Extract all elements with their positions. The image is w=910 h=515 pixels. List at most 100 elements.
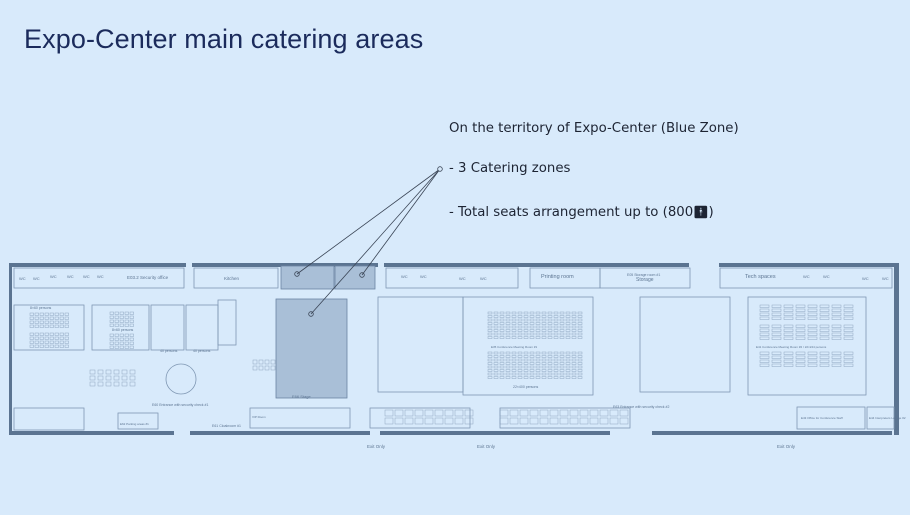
- seat-mark: [49, 320, 54, 324]
- seat-mark: [29, 344, 34, 348]
- seat-mark: [843, 332, 854, 336]
- seat-mark: [124, 323, 129, 327]
- seat-mark: [565, 372, 571, 376]
- room-outlines: [13, 267, 895, 431]
- seat-mark: [565, 358, 571, 362]
- seat-mark: [517, 376, 523, 379]
- seat-mark: [54, 312, 59, 316]
- seat-mark: [424, 409, 434, 417]
- kitchen-label: Kitchen: [224, 276, 240, 281]
- seat-mark: [124, 319, 129, 323]
- seat-mark: [434, 409, 444, 417]
- seat-mark: [49, 316, 54, 320]
- seat-mark: [505, 318, 511, 322]
- seat-mark: [831, 336, 842, 340]
- seat-mark: [64, 340, 69, 344]
- seat-mark: [569, 417, 579, 425]
- seat-mark: [795, 363, 806, 367]
- wc-label: WC: [33, 276, 40, 281]
- seat-mark: [535, 376, 541, 379]
- seat-mark: [129, 345, 134, 349]
- seat-mark: [771, 355, 782, 359]
- seat-mark: [499, 325, 505, 329]
- seat-mark: [541, 376, 547, 379]
- seat-mark: [771, 359, 782, 363]
- seat-mark: [783, 332, 794, 336]
- seat-mark: [523, 358, 529, 362]
- seat-mark: [535, 358, 541, 362]
- seat-mark: [559, 417, 569, 425]
- seat-mark: [843, 363, 854, 367]
- seat-mark: [511, 372, 517, 376]
- seat-mark: [54, 344, 59, 348]
- seat-mark: [511, 336, 517, 339]
- seat-mark: [44, 320, 49, 324]
- vip-room-label: VIP Room: [252, 415, 266, 419]
- seat-mark: [529, 409, 539, 417]
- seat-mark: [505, 376, 511, 379]
- seat-mark: [129, 311, 134, 315]
- seat-mark: [529, 369, 535, 372]
- seat-mark: [819, 328, 830, 332]
- seat-mark: [44, 316, 49, 320]
- seat-mark: [559, 355, 565, 358]
- seat-mark: [547, 332, 553, 336]
- seat-mark: [771, 324, 782, 328]
- seat-mark: [541, 336, 547, 339]
- seat-mark: [541, 318, 547, 322]
- seat-mark: [541, 365, 547, 369]
- seat-mark: [517, 369, 523, 372]
- seat-mark: [114, 315, 119, 319]
- seat-mark: [54, 320, 59, 324]
- seat-mark: [114, 345, 119, 349]
- seat-mark: [535, 365, 541, 369]
- seat-mark: [553, 372, 559, 376]
- seat-mark: [571, 336, 577, 339]
- seat-mark: [64, 312, 69, 316]
- seat-mark: [499, 365, 505, 369]
- seat-mark: [571, 358, 577, 362]
- seat-mark: [579, 417, 589, 425]
- seat-mark: [487, 351, 493, 355]
- seat-mark: [97, 381, 104, 387]
- seat-mark: [577, 376, 583, 379]
- seat-mark: [264, 365, 270, 371]
- seat-mark: [493, 376, 499, 379]
- wc-label: WC: [420, 274, 427, 279]
- seat-mark: [539, 409, 549, 417]
- seat-mark: [819, 355, 830, 359]
- seat-mark: [541, 322, 547, 325]
- seat-mark: [547, 351, 553, 355]
- seat-mark: [819, 332, 830, 336]
- seat-mark: [771, 332, 782, 336]
- seat-mark: [541, 369, 547, 372]
- seat-mark: [499, 362, 505, 365]
- seat-mark: [499, 351, 505, 355]
- seat-mark: [519, 417, 529, 425]
- seat-mark: [124, 341, 129, 345]
- seat-mark: [843, 355, 854, 359]
- seat-mark: [783, 359, 794, 363]
- seats-close: ): [708, 205, 714, 220]
- seat-mark: [487, 311, 493, 315]
- wc-label: WC: [67, 274, 74, 279]
- office-staff-label: E43 Office for Conference Staff: [801, 416, 843, 420]
- exit-label: Exit Only: [477, 444, 496, 449]
- seat-mark: [547, 369, 553, 372]
- meeting-room-1-capacity: 22×400 persons: [513, 385, 538, 389]
- seat-mark: [807, 363, 818, 367]
- seat-mark: [499, 409, 509, 417]
- seat-mark: [547, 311, 553, 315]
- seat-mark: [819, 363, 830, 367]
- seat-mark: [783, 363, 794, 367]
- seat-mark: [535, 311, 541, 315]
- seat-mark: [34, 332, 39, 336]
- seat-mark: [819, 308, 830, 312]
- seat-mark: [523, 365, 529, 369]
- seat-mark: [34, 324, 39, 328]
- seat-mark: [464, 409, 474, 417]
- seat-mark: [577, 351, 583, 355]
- seat-mark: [509, 417, 519, 425]
- seat-mark: [783, 336, 794, 340]
- seat-mark: [511, 351, 517, 355]
